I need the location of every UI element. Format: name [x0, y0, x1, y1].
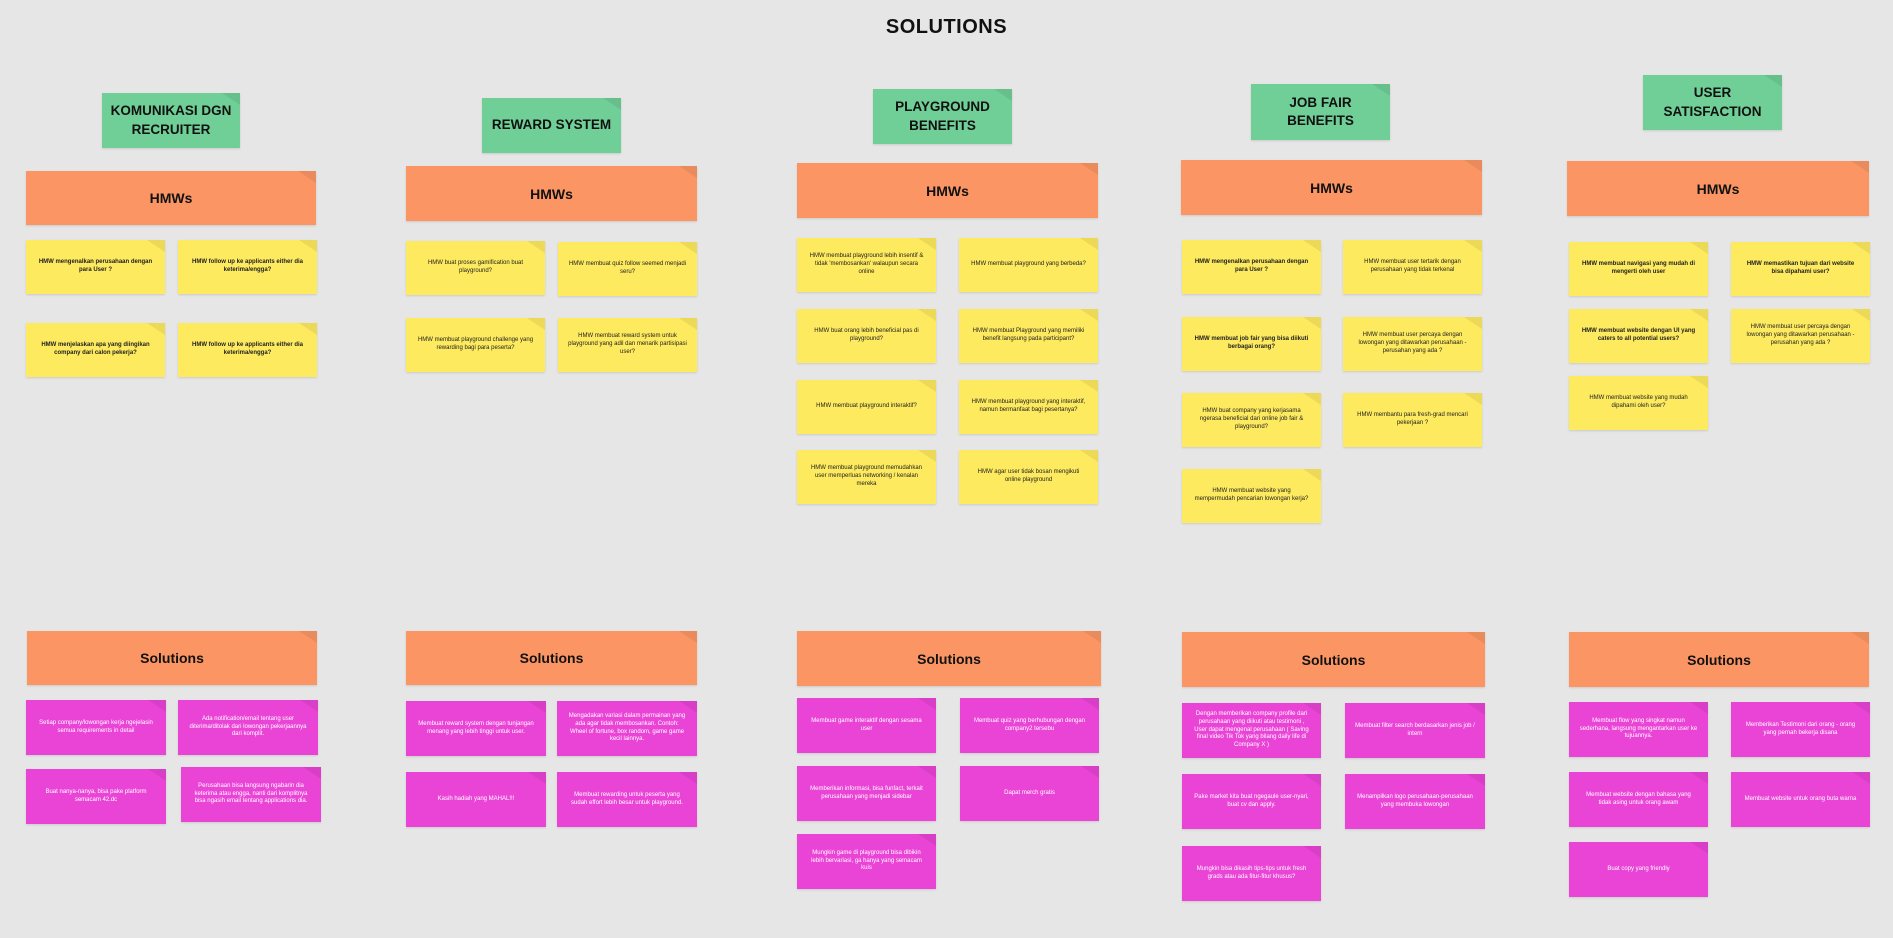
solution-note[interactable]: Membuat reward system dengan tunjangan m…: [406, 701, 546, 756]
hmw-note[interactable]: HMW membuat playground challenge yang re…: [406, 318, 545, 372]
solution-note[interactable]: Membuat game interaktif dengan sesama us…: [797, 698, 936, 753]
hmw-note[interactable]: HMW buat proses gamification buat playgr…: [406, 241, 545, 295]
hmw-note[interactable]: HMW membuat playground memudahkan user m…: [797, 450, 936, 504]
solution-note[interactable]: Buat nanya-nanya, bisa pake platform sem…: [26, 769, 166, 824]
topic-reward-system[interactable]: REWARD SYSTEM: [482, 98, 621, 153]
hmw-note[interactable]: HMW membuat reward system untuk playgrou…: [558, 318, 697, 372]
topic-user-satisfaction[interactable]: USER SATISFACTION: [1643, 75, 1782, 130]
topic-job-fair-benefits[interactable]: JOB FAIR BENEFITS: [1251, 84, 1390, 140]
solution-note[interactable]: Membuat flow yang singkat namun sederhan…: [1569, 702, 1708, 757]
hmw-note[interactable]: HMW agar user tidak bosan mengikuti onli…: [959, 450, 1098, 504]
hmw-note[interactable]: HMW membantu para fresh-grad mencari pek…: [1343, 393, 1482, 447]
solution-note[interactable]: Membuat filter search berdasarkan jenis …: [1345, 703, 1485, 758]
hmw-note[interactable]: HMW membuat playground interaktif?: [797, 380, 936, 434]
solution-note[interactable]: Membuat quiz yang berhubungan dengan com…: [960, 698, 1099, 753]
topic-komunikasi-recruiter[interactable]: KOMUNIKASI DGN RECRUITER: [102, 93, 240, 148]
solution-note[interactable]: Menampilkan logo perusahaan-perusahaan y…: [1345, 774, 1485, 829]
hmw-note[interactable]: HMW memastikan tujuan dari website bisa …: [1731, 242, 1870, 296]
hmw-note[interactable]: HMW membuat website yang mudah dipahami …: [1569, 376, 1708, 430]
hmw-note[interactable]: HMW membuat user tertarik dengan perusah…: [1343, 240, 1482, 294]
solutions-header[interactable]: Solutions: [27, 631, 317, 685]
hmw-note[interactable]: HMW membuat Playground yang memiliki ben…: [959, 309, 1098, 363]
hmw-note[interactable]: HMW membuat playground lebih insentif & …: [797, 238, 936, 292]
solution-note[interactable]: Ada notification/email tentang user dite…: [178, 700, 318, 755]
hmw-note[interactable]: HMW menjelaskan apa yang diingikan compa…: [26, 323, 165, 377]
hmw-note[interactable]: HMW membuat playground yang interaktif, …: [959, 380, 1098, 434]
solution-note[interactable]: Mengadakan variasi dalam permainan yang …: [557, 701, 697, 756]
hmw-note[interactable]: HMW buat company yang kerjasama ngerasa …: [1182, 393, 1321, 447]
hmw-note[interactable]: HMW membuat navigasi yang mudah di menge…: [1569, 242, 1708, 296]
hmw-note[interactable]: HMW membuat playground yang berbeda?: [959, 238, 1098, 292]
solution-note[interactable]: Dengan memberikan company profile dari p…: [1182, 703, 1321, 758]
solutions-header[interactable]: Solutions: [1569, 632, 1869, 687]
solutions-header[interactable]: Solutions: [797, 631, 1101, 686]
solution-note[interactable]: Perusahaan bisa langsung ngabarin dia ke…: [181, 767, 321, 822]
hmw-header[interactable]: HMWs: [797, 163, 1098, 218]
hmw-note[interactable]: HMW membuat website yang mempermudah pen…: [1182, 469, 1321, 523]
solutions-header[interactable]: Solutions: [406, 631, 697, 685]
hmw-header[interactable]: HMWs: [26, 171, 316, 225]
solution-note[interactable]: Memberikan Testimoni dari orang - orang …: [1731, 702, 1870, 757]
solution-note[interactable]: Membuat website dengan bahasa yang tidak…: [1569, 772, 1708, 827]
topic-playground-benefits[interactable]: PLAYGROUND BENEFITS: [873, 89, 1012, 144]
solution-note[interactable]: Membuat website untuk orang buta warna: [1731, 772, 1870, 827]
hmw-note[interactable]: HMW mengenalkan perusahaan dengan para U…: [26, 240, 165, 294]
solution-note[interactable]: Mungkin bisa dikasih tips-tips untuk fre…: [1182, 846, 1321, 901]
hmw-note[interactable]: HMW membuat quiz follow seemed menjadi s…: [558, 242, 697, 296]
hmw-header[interactable]: HMWs: [1181, 160, 1482, 215]
solutions-header[interactable]: Solutions: [1182, 632, 1485, 687]
hmw-header[interactable]: HMWs: [406, 166, 697, 221]
board-title: SOLUTIONS: [885, 16, 1008, 38]
solution-note[interactable]: Dapat merch gratis: [960, 766, 1099, 821]
hmw-note[interactable]: HMW membuat job fair yang bisa diikuti b…: [1182, 317, 1321, 371]
hmw-note[interactable]: HMW membuat user percaya dengan lowongan…: [1731, 309, 1870, 363]
hmw-note[interactable]: HMW membuat website dengan UI yang cater…: [1569, 309, 1708, 363]
solution-note[interactable]: Kasih hadiah yang MAHAL!!!: [406, 772, 546, 827]
solution-note[interactable]: Mungkin game di playground bisa dibikin …: [797, 834, 936, 889]
solution-note[interactable]: Memberikan informasi, bisa funfact, terk…: [797, 766, 936, 821]
hmw-note[interactable]: HMW mengenalkan perusahaan dengan para U…: [1182, 240, 1321, 294]
solution-note[interactable]: Buat copy yang friendly: [1569, 842, 1708, 897]
hmw-note[interactable]: HMW follow up ke applicants either dia k…: [178, 323, 317, 377]
hmw-note[interactable]: HMW follow up ke applicants either dia k…: [178, 240, 317, 294]
hmw-header[interactable]: HMWs: [1567, 161, 1869, 216]
hmw-note[interactable]: HMW membuat user percaya dengan lowongan…: [1343, 317, 1482, 371]
hmw-note[interactable]: HMW buat orang lebih beneficial pas di p…: [797, 309, 936, 363]
solution-note[interactable]: Pake market kita buat ngegaule user-nyar…: [1182, 774, 1321, 829]
solution-note[interactable]: Membuat rewarding untuk peserta yang sud…: [557, 772, 697, 827]
solution-note[interactable]: Setiap company/lowongan kerja ngejelasin…: [26, 700, 166, 755]
